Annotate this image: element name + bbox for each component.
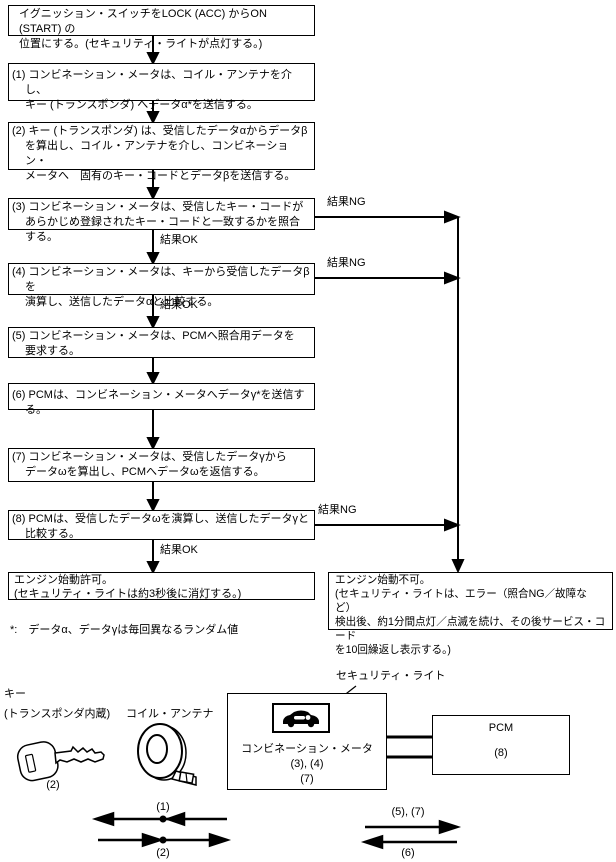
result-ng-label-8: 結果NG xyxy=(318,504,357,516)
arrow-6-to-7 xyxy=(146,410,160,451)
arrow-ng-3 xyxy=(315,210,461,224)
arrow-3-to-4 xyxy=(146,230,160,266)
arrow-4-to-5 xyxy=(146,295,160,330)
result-ok-label-3: 結果OK xyxy=(160,234,198,246)
signal-arrow-5-7 xyxy=(365,819,462,835)
pcm-title: PCM xyxy=(488,722,514,734)
combination-meter-steps-1: (3), (4) xyxy=(290,758,324,770)
ng-collector-line xyxy=(451,217,465,574)
result-ng-label-3: 結果NG xyxy=(327,196,366,208)
flow-step-3: (3) コンビネーション・メータは、受信したキー・コードが あらかじめ登録された… xyxy=(8,198,315,243)
coil-antenna-illustration xyxy=(137,723,197,786)
flow-step-7: (7) コンビネーション・メータは、受信したデータγから データωを算出し、PC… xyxy=(8,448,315,482)
combination-meter-labels: コンビネーション・メータ (3), (4) (7) xyxy=(227,742,387,787)
signal-label-6: (6) xyxy=(401,847,415,859)
arrow-start-to-1 xyxy=(146,36,160,66)
arrow-7-to-8 xyxy=(146,482,160,513)
signal-arrow-2 xyxy=(98,832,232,848)
result-ok-label-8: 結果OK xyxy=(160,544,198,556)
flow-step-2: (2) キー (トランスポンダ) は、受信したデータαからデータβ を算出し、コ… xyxy=(8,122,315,182)
flow-step-8: (8) PCMは、受信したデータωを演算し、送信したデータγと 比較する。 xyxy=(8,510,315,540)
pcm-box xyxy=(432,715,570,775)
bus-lines xyxy=(387,735,432,759)
pcm-step-number: (8) xyxy=(494,747,508,759)
arrow-8-to-ok xyxy=(146,540,160,575)
key-illustration xyxy=(16,741,105,782)
engine-start-prohibited-box: エンジン始動不可。 (セキュリティ・ライトは、エラー（照合NG／故障など） 検出… xyxy=(328,572,613,656)
signal-label-1: (1) xyxy=(156,801,170,813)
arrow-1-to-2 xyxy=(146,101,160,125)
flow-step-4: (4) コンビネーション・メータは、キーから受信したデータβを 演算し、送信した… xyxy=(8,263,315,308)
signal-label-5-7: (5), (7) xyxy=(391,806,425,818)
arrow-ng-4 xyxy=(315,271,461,285)
signal-label-2: (2) xyxy=(156,847,170,859)
arrow-ng-8 xyxy=(315,518,461,532)
flow-step-start: イグニッション・スイッチをLOCK (ACC) からON (START) の 位… xyxy=(8,5,315,50)
key-step-number: (2) xyxy=(46,779,60,791)
combination-meter-steps-2: (7) xyxy=(300,773,314,785)
arrow-2-to-3 xyxy=(146,170,160,201)
arrow-5-to-6 xyxy=(146,358,160,386)
coil-antenna-label: コイル・アンテナ xyxy=(126,708,214,720)
combination-meter-title: コンビネーション・メータ xyxy=(241,743,373,755)
result-ok-label-4: 結果OK xyxy=(160,299,198,311)
result-ng-label-4: 結果NG xyxy=(327,257,366,269)
flow-step-6: (6) PCMは、コンビネーション・メータへデータγ*を送信する。 xyxy=(8,383,315,416)
flow-step-1: (1) コンビネーション・メータは、コイル・アンテナを介し、 キー (トランスポ… xyxy=(8,63,315,111)
signal-arrow-6 xyxy=(360,834,457,850)
security-light-indicator-box xyxy=(272,703,330,733)
security-light-label: セキュリティ・ライト xyxy=(336,670,446,682)
engine-start-permitted-box: エンジン始動許可。 (セキュリティ・ライトは約3秒後に消灯する。) xyxy=(8,572,315,600)
flow-step-5: (5) コンビネーション・メータは、PCMへ照合用データを 要求する。 xyxy=(8,327,315,358)
signal-arrow-1 xyxy=(91,811,227,827)
footnote: *: データα、データγは毎回異なるランダム値 xyxy=(10,624,239,636)
car-security-icon xyxy=(283,710,319,728)
pcm-labels: PCM (8) xyxy=(432,721,570,760)
key-label: キー (トランスポンダ内蔵) xyxy=(4,688,111,720)
